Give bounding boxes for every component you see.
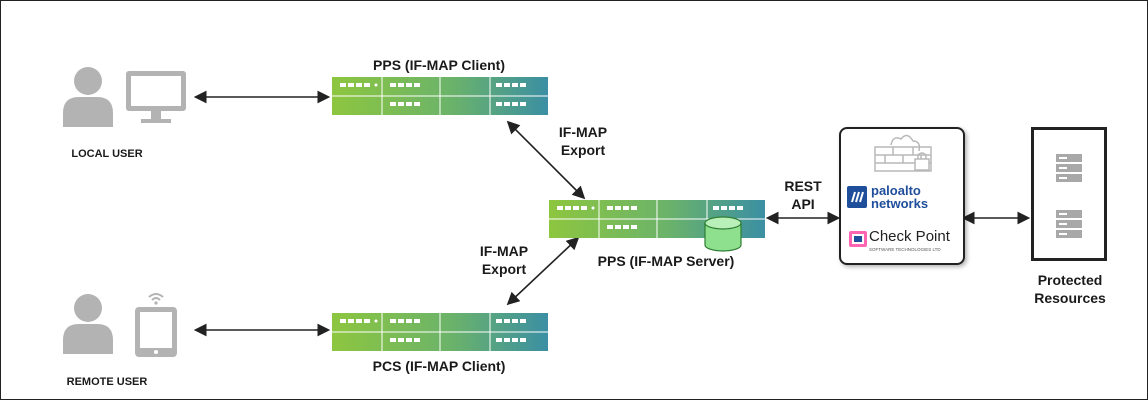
checkpoint-subtext: SOFTWARE TECHNOLOGIES LTD: [869, 247, 941, 252]
remote-user-label: REMOTE USER: [66, 376, 148, 388]
firewall-icon: [874, 134, 932, 172]
database-icon: [704, 216, 742, 252]
checkpoint-text: Check Point: [869, 228, 950, 245]
local-user-label: LOCAL USER: [71, 148, 143, 160]
protected-resources-label: Protected Resources: [1034, 272, 1106, 306]
rest-api-label: REST API: [784, 178, 822, 212]
checkpoint-logo-icon: [849, 231, 867, 247]
paloalto-line1: paloalto: [871, 183, 921, 198]
protected-resources-box: [1031, 127, 1107, 261]
pcs-client-label: PCS (IF-MAP Client): [372, 358, 506, 374]
pcs-client-to-server-arrow: [506, 236, 580, 306]
server-stack-icon: [1056, 154, 1082, 238]
ifmap-export-bottom-label: IF-MAP Export: [479, 243, 529, 277]
pcs-client-appliance-icon: [332, 313, 548, 351]
pps-server-label: PPS (IF-MAP Server): [597, 253, 735, 269]
pps-client-appliance-icon: [332, 77, 548, 115]
local-user-icon: [63, 67, 186, 127]
remote-user-icon: [63, 293, 177, 357]
ifmap-export-top-label: IF-MAP Export: [558, 124, 608, 158]
paloalto-logo-icon: [847, 186, 867, 208]
pps-client-label: PPS (IF-MAP Client): [373, 57, 505, 73]
firewall-card: paloalto networks Check Point SOFTWARE T…: [839, 127, 965, 265]
pps-client-to-server-arrow: [506, 120, 586, 200]
paloalto-line2: networks: [871, 196, 929, 211]
